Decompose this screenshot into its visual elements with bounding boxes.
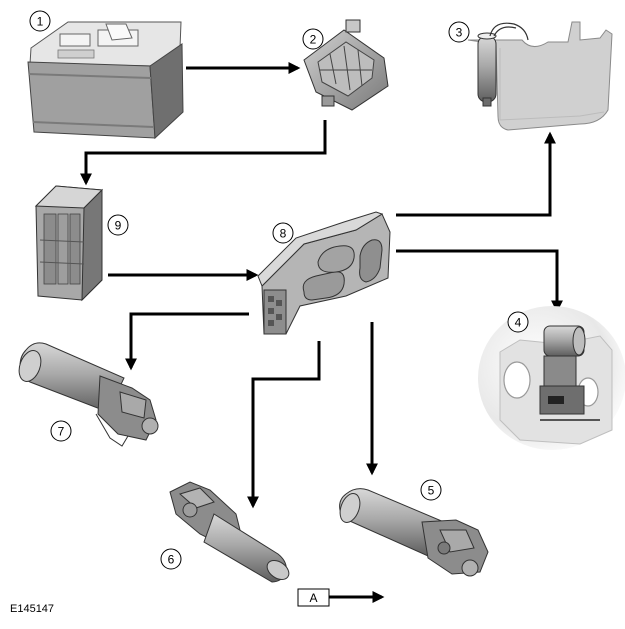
component-2-fuse-box: 2 bbox=[302, 19, 389, 111]
key-box-frame bbox=[297, 588, 330, 607]
seat-motor-icon bbox=[169, 481, 290, 583]
component-1-battery: 1 bbox=[27, 10, 184, 140]
component-3-heater-mat: 3 bbox=[448, 21, 613, 131]
arrow-switch-pack-to-heater-mat bbox=[396, 131, 556, 217]
arrow-switch-pack-to-motor-6 bbox=[247, 341, 321, 509]
callout-number: 2 bbox=[310, 33, 317, 47]
key-box-label: A bbox=[309, 591, 317, 605]
callout-number: 8 bbox=[280, 227, 287, 241]
component-5-seat-motor: 5 bbox=[339, 479, 489, 577]
heater-mat-icon bbox=[467, 21, 613, 131]
callout-number: 3 bbox=[456, 26, 463, 40]
callout-number: 1 bbox=[37, 15, 44, 29]
lumbar-actuator-icon bbox=[478, 306, 625, 450]
callout-circle bbox=[448, 21, 470, 43]
arrow-fusebox-to-junction-box bbox=[80, 120, 327, 186]
junction-box-icon bbox=[34, 185, 104, 302]
seat-motor-icon bbox=[339, 488, 489, 577]
callout-number: 6 bbox=[168, 553, 175, 567]
seat-motor-icon bbox=[18, 342, 159, 447]
arrow-switch-pack-to-lumbar-actuator bbox=[396, 249, 563, 313]
connection-arrows bbox=[80, 62, 563, 603]
arrow-switch-pack-to-motor-7 bbox=[125, 312, 249, 371]
fuse-box-icon bbox=[303, 19, 389, 111]
callout-number: 7 bbox=[58, 425, 65, 439]
callout-number: 4 bbox=[515, 316, 522, 330]
component-8-seat-switch-pack: 8 bbox=[257, 211, 391, 335]
callout-circle bbox=[507, 311, 529, 333]
battery-icon bbox=[27, 21, 184, 140]
callout-number: 9 bbox=[115, 219, 122, 233]
callout-circle bbox=[107, 214, 129, 236]
key-box: A bbox=[297, 588, 330, 607]
callout-circle bbox=[272, 222, 294, 244]
callout-circle bbox=[420, 479, 442, 501]
callout-circle bbox=[29, 10, 51, 32]
component-7-seat-motor: 7 bbox=[18, 342, 159, 447]
seat-switch-pack-icon bbox=[257, 211, 391, 335]
component-4-lumbar-actuator: 4 bbox=[478, 306, 625, 450]
component-6-seat-motor: 6 bbox=[160, 481, 290, 583]
figure-reference: E145147 bbox=[10, 603, 54, 615]
callout-circle bbox=[160, 548, 182, 570]
component-9-junction-box: 9 bbox=[34, 185, 129, 302]
callout-circle bbox=[302, 28, 324, 50]
callout-circle bbox=[50, 420, 72, 442]
callout-number: 5 bbox=[428, 484, 435, 498]
